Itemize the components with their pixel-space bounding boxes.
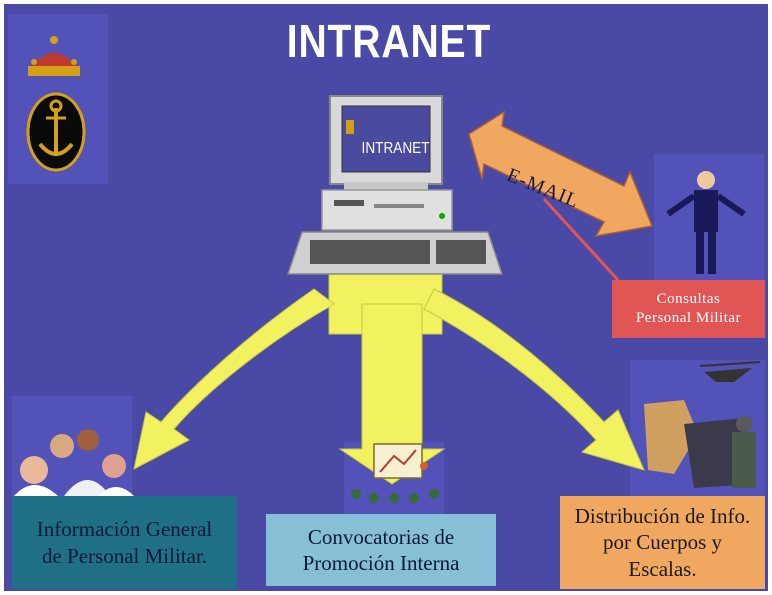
consultas-connector (542, 197, 620, 282)
military-collage-icon (644, 361, 761, 488)
people-group-icon (14, 429, 134, 496)
presentation-icon (351, 443, 439, 503)
email-arrow (468, 110, 654, 238)
page-title: INTRANET (286, 15, 492, 67)
arrow-left (133, 288, 335, 470)
distribution-arrows (133, 273, 645, 485)
crown-icon (28, 36, 80, 76)
info-general-box: Información General de Personal Militar. (12, 496, 237, 589)
monitor-label: INTRANET (361, 140, 430, 157)
computer-icon (321, 95, 453, 231)
diagram-graphics (14, 36, 761, 503)
consultas-box: Consultas Personal Militar (612, 280, 765, 338)
consultas-line1: Consultas (656, 291, 721, 308)
convocatorias-box: Convocatorias de Promoción Interna (266, 514, 496, 586)
anchor-emblem-icon (26, 92, 86, 172)
info-general-label: Información General de Personal Militar. (36, 517, 213, 568)
convocatorias-label: Convocatorias de Promoción Interna (302, 524, 460, 575)
distribucion-label: Distribución de Info. por Cuerpos y Esca… (574, 504, 751, 581)
distribucion-box: Distribución de Info. por Cuerpos y Esca… (560, 496, 765, 589)
person-icon (666, 171, 746, 274)
intranet-slide: INTRANET INTRANET E-MAIL Consultas Perso… (4, 4, 768, 591)
consultas-line2: Personal Militar (635, 310, 742, 326)
keyboard-icon (286, 231, 504, 275)
arrow-right (423, 288, 645, 471)
